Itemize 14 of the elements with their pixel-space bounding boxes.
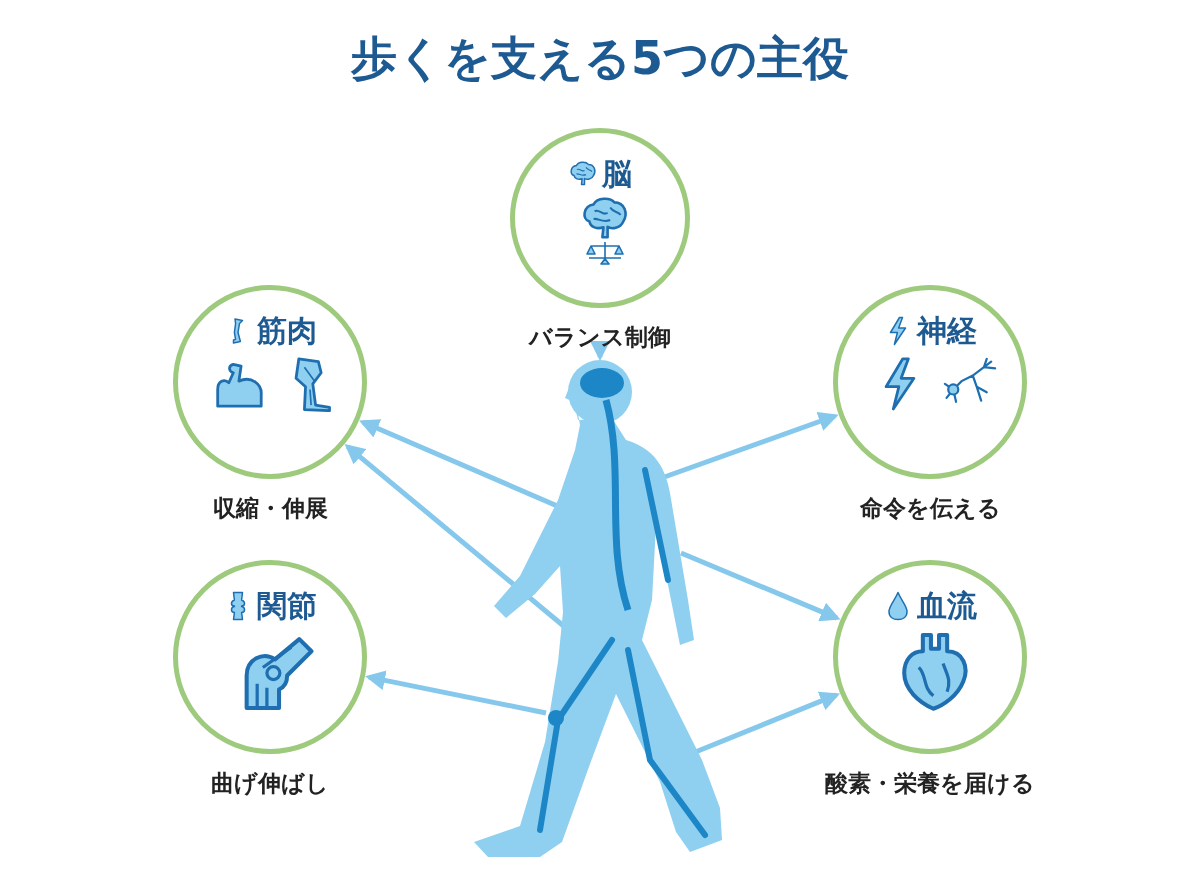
arrow bbox=[365, 670, 547, 716]
node-heading: 血流 bbox=[917, 589, 977, 623]
caption-text: 収縮・伸展 bbox=[212, 494, 328, 523]
caption-text: 酸素・栄養を届ける bbox=[825, 769, 1035, 798]
caption-text: 命令を伝える bbox=[859, 494, 1001, 523]
title-text: 歩くを支える5つの主役 bbox=[351, 30, 849, 87]
caption-text: 曲げ伸ばし bbox=[211, 769, 329, 798]
node-heading: 脳 bbox=[602, 157, 632, 191]
caption-text: バランス制御 bbox=[529, 323, 671, 352]
node-heading: 筋肉 bbox=[257, 314, 317, 348]
node-heading: 関節 bbox=[257, 589, 317, 623]
arrow bbox=[590, 341, 610, 361]
arrow bbox=[680, 550, 841, 622]
node-heading: 神経 bbox=[917, 314, 977, 348]
